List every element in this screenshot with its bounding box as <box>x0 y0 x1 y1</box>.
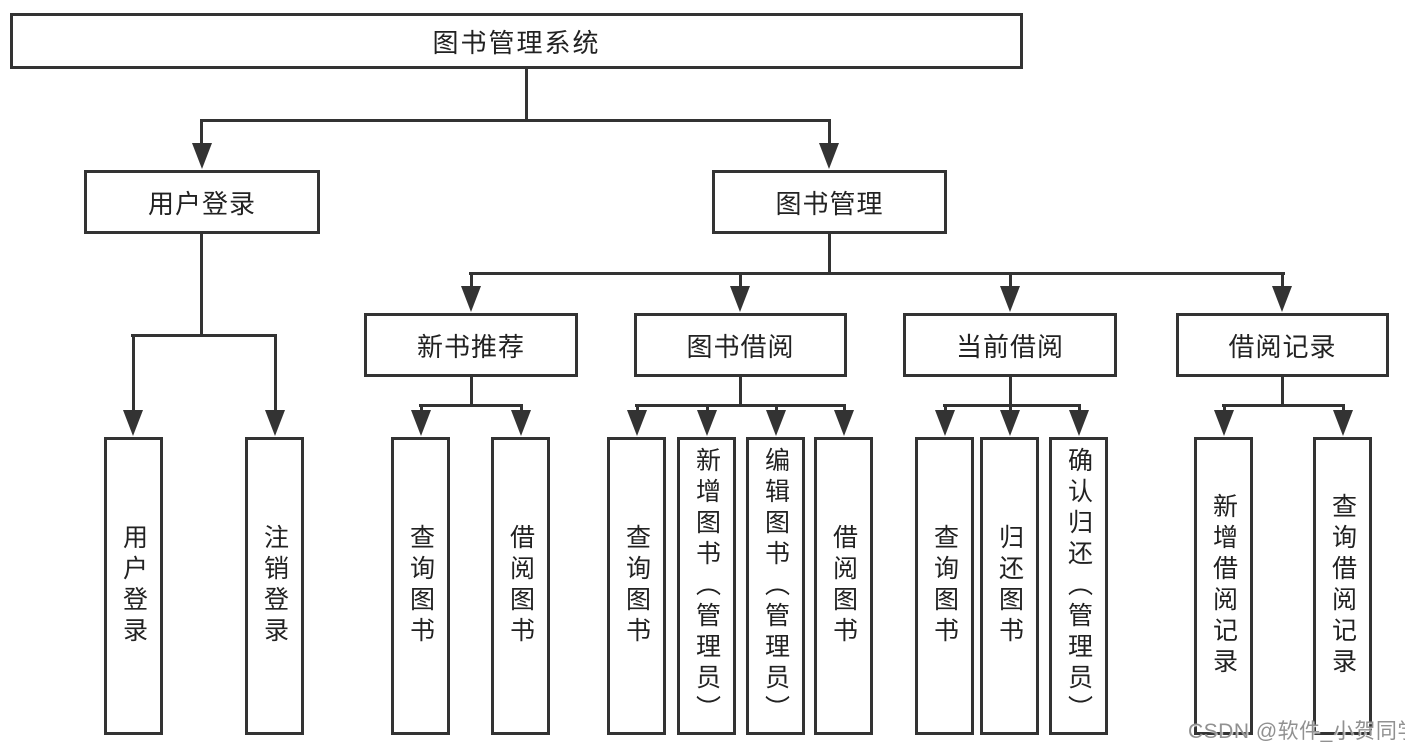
leaf-return-book: 归还图书 <box>980 437 1039 735</box>
connector-drop <box>636 404 639 414</box>
connector-drop <box>1009 404 1012 414</box>
connector-userlogin-branch <box>131 334 277 337</box>
connector-bookmgmt-stem <box>828 234 831 275</box>
leaf-edit-book-admin: 编辑图书（管理员） <box>746 437 805 735</box>
connector-drop <box>1342 404 1345 414</box>
connector-drop <box>200 119 203 147</box>
node-book-management: 图书管理 <box>712 170 947 234</box>
arrowhead-down <box>627 410 647 436</box>
node-root: 图书管理系统 <box>10 13 1023 69</box>
arrowhead-down <box>697 410 717 436</box>
connector-drop <box>1223 404 1226 414</box>
leaf-confirm-return-admin: 确认归还（管理员） <box>1049 437 1108 735</box>
connector-borrow-branch <box>635 404 846 407</box>
connector-drop <box>420 404 423 414</box>
arrowhead-down <box>1272 286 1292 312</box>
arrowhead-down <box>511 410 531 436</box>
leaf-add-book-admin: 新增图书（管理员） <box>677 437 736 735</box>
arrowhead-down <box>730 286 750 312</box>
arrowhead-down <box>834 410 854 436</box>
arrowhead-down <box>935 410 955 436</box>
connector-bookmgmt-branch <box>469 272 1285 275</box>
connector-userlogin-stem <box>200 234 203 337</box>
connector-records-branch <box>1222 404 1345 407</box>
connector-drop <box>843 404 846 414</box>
arrowhead-down <box>1000 410 1020 436</box>
connector-drop <box>1281 272 1284 290</box>
connector-records-stem <box>1281 377 1284 407</box>
connector-drop <box>1078 404 1081 414</box>
connector-borrow-stem <box>739 377 742 407</box>
node-user-login: 用户登录 <box>84 170 320 234</box>
arrowhead-down <box>461 286 481 312</box>
node-borrow-records: 借阅记录 <box>1176 313 1389 377</box>
arrowhead-down <box>411 410 431 436</box>
connector-recommend-branch <box>419 404 523 407</box>
connector-drop <box>944 404 947 414</box>
connector-root-stem <box>525 69 528 122</box>
connector-drop <box>739 272 742 290</box>
connector-drop <box>274 334 277 416</box>
connector-drop <box>706 404 709 414</box>
arrowhead-down <box>192 143 212 169</box>
leaf-query-borrow-record: 查询借阅记录 <box>1313 437 1372 735</box>
watermark: CSDN @软件_小贺同学 <box>1188 720 1405 743</box>
leaf-borrow-books-recommend: 借阅图书 <box>491 437 550 735</box>
leaf-query-books-borrow: 查询图书 <box>607 437 666 735</box>
arrowhead-down <box>766 410 786 436</box>
leaf-user-login: 用户登录 <box>104 437 163 735</box>
connector-recommend-stem <box>470 377 473 407</box>
arrowhead-down <box>1214 410 1234 436</box>
arrowhead-down <box>265 410 285 436</box>
arrowhead-down <box>123 410 143 436</box>
connector-drop <box>520 404 523 414</box>
connector-current-stem <box>1009 377 1012 407</box>
node-book-borrow: 图书借阅 <box>634 313 847 377</box>
connector-drop <box>775 404 778 414</box>
connector-drop <box>1009 272 1012 290</box>
arrowhead-down <box>1069 410 1089 436</box>
leaf-query-books-current: 查询图书 <box>915 437 974 735</box>
arrowhead-down <box>1000 286 1020 312</box>
connector-root-branch <box>200 119 831 122</box>
arrowhead-down <box>1333 410 1353 436</box>
connector-current-branch <box>943 404 1081 407</box>
leaf-logout: 注销登录 <box>245 437 304 735</box>
leaf-add-borrow-record: 新增借阅记录 <box>1194 437 1253 735</box>
node-current-borrow: 当前借阅 <box>903 313 1117 377</box>
leaf-query-books-recommend: 查询图书 <box>391 437 450 735</box>
connector-drop <box>470 272 473 290</box>
node-new-book-recommend: 新书推荐 <box>364 313 578 377</box>
leaf-borrow-books: 借阅图书 <box>814 437 873 735</box>
connector-drop <box>132 334 135 416</box>
connector-drop <box>828 119 831 147</box>
arrowhead-down <box>819 143 839 169</box>
